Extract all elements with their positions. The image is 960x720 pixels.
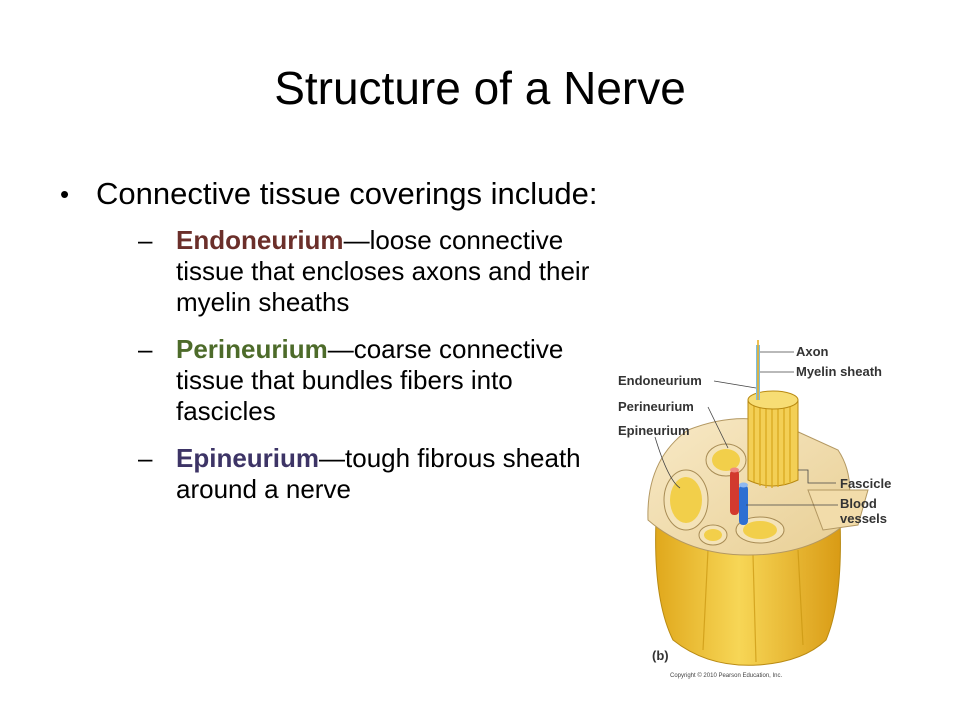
fascicle-left bbox=[663, 469, 709, 531]
sub-list: – Endoneurium—loose connective tissue th… bbox=[96, 225, 620, 505]
label-axon: Axon bbox=[796, 344, 829, 359]
definition-endoneurium: —loose connective tissue that encloses a… bbox=[176, 225, 590, 317]
nerve-structure-figure: Axon Myelin sheath Endoneurium Perineuri… bbox=[608, 340, 908, 685]
definition-perineurium: —coarse connective tissue that bundles f… bbox=[176, 334, 564, 426]
label-epineurium: Epineurium bbox=[618, 423, 690, 438]
fascicle-protruding bbox=[747, 390, 799, 488]
label-blood: Blood bbox=[840, 496, 877, 511]
fascicle-mid bbox=[705, 443, 747, 477]
sub-item-endoneurium: – Endoneurium—loose connective tissue th… bbox=[138, 225, 606, 318]
label-endoneurium: Endoneurium bbox=[618, 373, 702, 388]
bullet-main: • Connective tissue coverings include: –… bbox=[60, 175, 620, 505]
bullet-list: • Connective tissue coverings include: –… bbox=[60, 175, 620, 521]
sub-item-epineurium: – Epineurium—tough fibrous sheath around… bbox=[138, 443, 606, 505]
leader-lines bbox=[654, 351, 838, 506]
panel-letter: (b) bbox=[652, 648, 669, 663]
dash-icon: – bbox=[138, 334, 153, 364]
epineurium-flap bbox=[807, 489, 869, 531]
fascicle-back bbox=[698, 524, 728, 546]
label-vessels: vessels bbox=[840, 511, 887, 526]
blood-vessels bbox=[730, 467, 748, 525]
label-perineurium: Perineurium bbox=[618, 399, 694, 414]
bullet-icon: • bbox=[60, 179, 70, 209]
dash-icon: – bbox=[138, 443, 153, 473]
dash-icon: – bbox=[138, 225, 153, 255]
axon-with-myelin bbox=[756, 340, 760, 400]
trunk-fold-lines bbox=[702, 549, 804, 663]
slide-title: Structure of a Nerve bbox=[274, 62, 686, 114]
label-fascicle: Fascicle bbox=[840, 476, 891, 491]
term-perineurium: Perineurium bbox=[176, 334, 328, 364]
copyright-notice: Copyright © 2010 Pearson Education, Inc. bbox=[670, 672, 782, 679]
term-endoneurium: Endoneurium bbox=[176, 225, 344, 255]
label-myelin-sheath: Myelin sheath bbox=[796, 364, 882, 379]
nerve-trunk bbox=[655, 519, 841, 666]
fascicle-bottom bbox=[735, 516, 785, 544]
bullet-main-text: Connective tissue coverings include: bbox=[96, 176, 598, 211]
nerve-illustration: Axon Myelin sheath Endoneurium Perineuri… bbox=[618, 340, 891, 679]
term-epineurium: Epineurium bbox=[176, 443, 320, 473]
sub-item-perineurium: – Perineurium—coarse connective tissue t… bbox=[138, 334, 606, 427]
definition-epineurium: —tough fibrous sheath around a nerve bbox=[176, 443, 581, 504]
